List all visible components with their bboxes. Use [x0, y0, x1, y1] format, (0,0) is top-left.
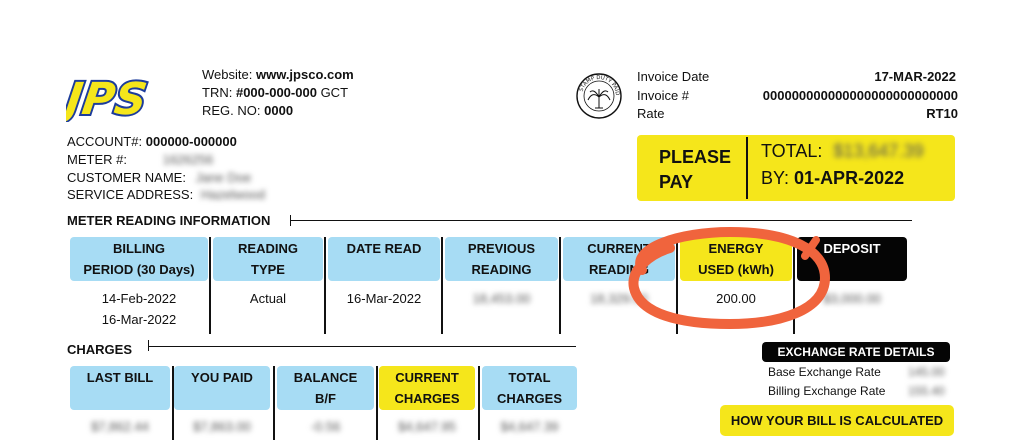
please-text: PLEASE [659, 147, 732, 167]
meter-section-rule [290, 220, 912, 221]
billing-exchange-value: 155.40 [908, 384, 945, 398]
current-charges-value: $4,647.95 [398, 419, 456, 434]
billing-exchange-label: Billing Exchange Rate [768, 384, 886, 398]
invoice-date-value: 17-MAR-2022 [874, 69, 956, 84]
billing-period-value: 14-Feb-2022 16-Mar-2022 [70, 288, 208, 330]
charges-divider [376, 366, 378, 440]
last-bill-value: $7,862.44 [91, 419, 149, 434]
meter-label: METER #: [67, 152, 127, 167]
website-link[interactable]: www.jpsco.com [255, 67, 354, 82]
reg-line: REG. NO: 0000 [202, 102, 293, 120]
base-exchange-value: 145.00 [908, 365, 945, 379]
due-date: 01-APR-2022 [794, 168, 905, 188]
account-number: 000000-000000 [145, 134, 237, 149]
meter-divider [209, 237, 211, 334]
charges-divider [478, 366, 480, 440]
trn-suffix: GCT [320, 85, 349, 100]
due-line: BY: 01-APR-2022 [761, 166, 904, 190]
trn-label: TRN: [202, 85, 233, 100]
account-line: ACCOUNT#: 000000-000000 [67, 133, 237, 150]
service-address: Hazelwood [200, 187, 266, 202]
you-paid-value: $7,863.00 [193, 419, 251, 434]
col-last-bill: LAST BILL [70, 366, 170, 410]
period-end: 16-Mar-2022 [101, 312, 177, 327]
invoice-number-label: Invoice # [637, 88, 690, 103]
charges-divider [273, 366, 275, 440]
period-start: 14-Feb-2022 [101, 291, 177, 306]
previous-reading-value: 18,453.00 [472, 291, 531, 306]
invoice-date-label: Invoice Date [637, 69, 710, 84]
meter-divider [676, 237, 678, 334]
due-label: BY: [761, 168, 790, 188]
balance-bf-value: -0.56 [310, 419, 341, 434]
col-date-read: DATE READ [328, 237, 440, 281]
charges-section-tick [148, 340, 149, 351]
website-line: Website: www.jpsco.com [202, 66, 354, 84]
energy-used-value: 200.00 [716, 291, 756, 306]
deposit-value: $3,000.00 [823, 291, 881, 306]
trn-value: #000-000-000 [235, 85, 317, 100]
logo-text: JPS [66, 74, 150, 122]
customer-label: CUSTOMER NAME: [67, 170, 186, 185]
website-label: Website: [202, 67, 253, 82]
customer-name: Jane Doe [195, 170, 252, 185]
meter-divider [559, 237, 561, 334]
total-label: TOTAL: [761, 141, 823, 161]
address-label: SERVICE ADDRESS: [67, 187, 194, 202]
total-line: TOTAL: $13,647.39 [761, 139, 923, 163]
meter-number: 1626256 [162, 152, 214, 167]
address-line: SERVICE ADDRESS: Hazelwood [67, 186, 265, 203]
stamp-duty-seal: STAMP DUTY PAID [576, 73, 622, 119]
charges-section-title: CHARGES [67, 342, 133, 357]
reg-value: 0000 [264, 103, 294, 118]
rate-value: RT10 [926, 106, 958, 121]
trn-line: TRN: #000-000-000 GCT [202, 84, 348, 102]
base-exchange-label: Base Exchange Rate [768, 365, 881, 379]
total-charges-value: $4,647.39 [500, 419, 559, 434]
jps-logo: JPS [66, 72, 152, 122]
reading-type-value: Actual [249, 291, 287, 306]
account-label: ACCOUNT#: [67, 134, 143, 149]
customer-line: CUSTOMER NAME: Jane Doe [67, 169, 251, 186]
how-bill-calculated-button[interactable]: HOW YOUR BILL IS CALCULATED [720, 405, 954, 436]
invoice-number-value: 000000000000000000000000000 [762, 88, 958, 103]
please-pay-box: PLEASE PAY TOTAL: $13,647.39 BY: 01-APR-… [637, 135, 955, 201]
pay-box-divider [746, 137, 748, 199]
meter-divider [324, 237, 326, 334]
meter-divider [441, 237, 443, 334]
rate-label: Rate [637, 106, 665, 121]
col-you-paid: YOU PAID [174, 366, 270, 410]
total-amount: $13,647.39 [833, 141, 924, 161]
charges-divider [172, 366, 174, 440]
meter-divider [793, 237, 795, 334]
exchange-rate-header: EXCHANGE RATE DETAILS [762, 342, 950, 362]
date-read-value: 16-Mar-2022 [346, 291, 422, 306]
reg-label: REG. NO: [202, 103, 261, 118]
highlight-circle-annotation [628, 226, 831, 330]
meter-section-title: METER READING INFORMATION [67, 213, 271, 228]
please-pay-label: PLEASE PAY [659, 145, 731, 195]
meter-line: METER #: 1626256 [67, 151, 213, 168]
charges-section-rule [148, 346, 576, 347]
pay-text: PAY [659, 172, 694, 192]
